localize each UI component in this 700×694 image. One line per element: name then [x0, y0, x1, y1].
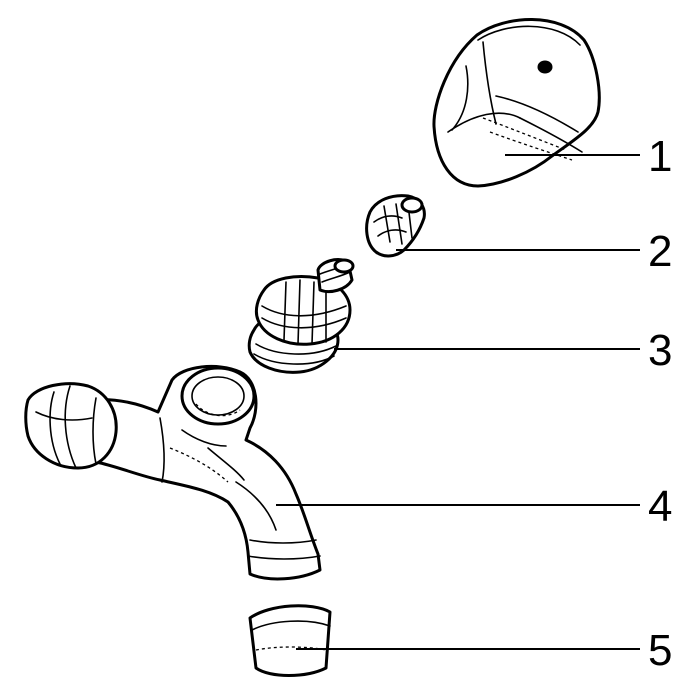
- part-number-5: 5: [648, 626, 672, 675]
- part-number-3: 3: [648, 326, 672, 375]
- part-number-1: 1: [648, 132, 672, 181]
- part-nozzle-ring: [248, 604, 332, 677]
- part-cartridge: [247, 258, 355, 374]
- part-tap-body: [24, 365, 322, 581]
- part-cap: [432, 18, 601, 188]
- part-insert: [365, 194, 426, 258]
- part-number-4: 4: [648, 482, 672, 531]
- part-number-2: 2: [648, 227, 672, 276]
